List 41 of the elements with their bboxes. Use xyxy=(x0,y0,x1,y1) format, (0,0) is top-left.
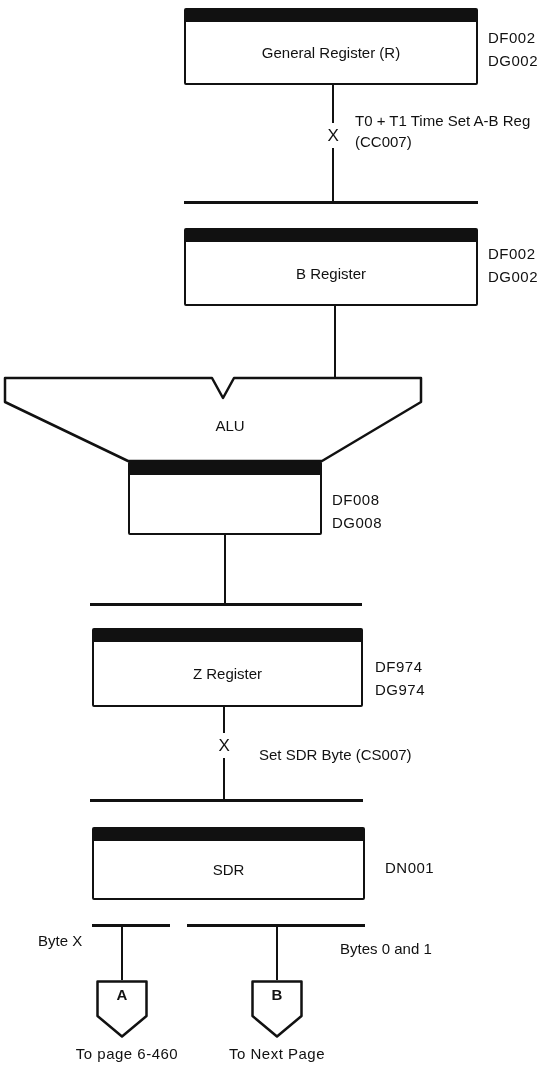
annotation-text: Byte X xyxy=(38,931,84,951)
node-label: Z Register xyxy=(192,665,263,682)
off-page-connector xyxy=(96,980,148,1038)
node-label: A xyxy=(115,986,129,1003)
register-box xyxy=(128,461,322,535)
connector-line xyxy=(224,534,226,604)
reference-code: DG002 xyxy=(488,267,539,287)
off-page-connector xyxy=(251,980,303,1038)
connector-line xyxy=(334,305,336,378)
connector-line xyxy=(121,926,123,981)
bus-bar xyxy=(187,924,365,927)
reference-code: DG002 xyxy=(488,51,539,71)
register-box xyxy=(184,8,478,85)
reference-code: DF002 xyxy=(488,28,537,48)
bus-bar xyxy=(90,799,363,802)
node-label: General Register (R) xyxy=(261,44,401,61)
register-box xyxy=(184,228,478,306)
connector-caption: To page 6-460 xyxy=(74,1044,180,1063)
annotation-text: T0 + T1 Time Set A-B Reg (CC007) xyxy=(355,111,532,152)
edge-label: X xyxy=(327,122,339,148)
alu-trapezoid xyxy=(4,377,422,462)
annotation-text: Set SDR Byte (CS007) xyxy=(259,745,413,765)
node-label: B xyxy=(270,986,284,1003)
reference-code: DN001 xyxy=(385,858,435,878)
reference-code: DG008 xyxy=(332,513,383,533)
node-label: SDR xyxy=(212,861,245,878)
connector-line xyxy=(276,926,278,981)
edge-label: X xyxy=(218,732,230,758)
reference-code: DF002 xyxy=(488,244,537,264)
bus-bar xyxy=(184,201,478,204)
bus-bar xyxy=(92,924,170,927)
reference-code: DF008 xyxy=(332,490,381,510)
register-box xyxy=(92,827,365,900)
reference-code: DF974 xyxy=(375,657,424,677)
register-box xyxy=(92,628,363,707)
bus-bar xyxy=(90,603,362,606)
connector-caption: To Next Page xyxy=(227,1044,327,1063)
reference-code: DG974 xyxy=(375,680,426,700)
annotation-text: Bytes 0 and 1 xyxy=(340,939,433,959)
node-label: B Register xyxy=(296,264,366,282)
node-label: ALU xyxy=(214,417,246,434)
